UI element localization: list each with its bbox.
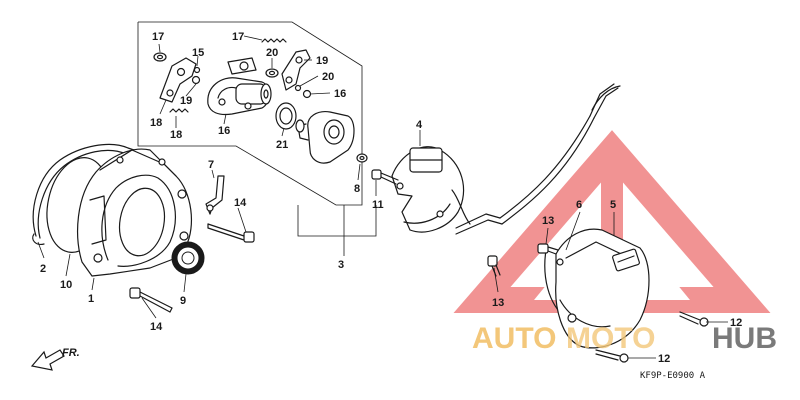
callout-10: 10	[60, 279, 72, 291]
callout-4: 4	[416, 119, 423, 131]
callout-12-upper: 12	[730, 317, 742, 329]
callout-13-lower: 13	[492, 297, 504, 309]
callout-15: 16	[218, 125, 230, 137]
oil-seal-part-9	[171, 241, 205, 275]
front-direction-label: FR.	[62, 347, 80, 359]
callout-20-right: 20	[266, 47, 278, 59]
pulser-generator-part-4	[391, 83, 621, 235]
callout-14-upper: 14	[234, 197, 247, 209]
screw-part-12-lower	[595, 349, 629, 363]
crankcase-housing	[32, 143, 193, 277]
callout-18-right: 16	[334, 88, 346, 100]
watermark-auto-text: AUTO	[472, 322, 556, 355]
callout-5: 5	[610, 199, 616, 211]
callout-19-left: 19	[180, 95, 192, 107]
subassembly-frame	[137, 21, 363, 206]
callout-18-left: 15	[192, 47, 204, 59]
leader-lines	[37, 35, 728, 359]
front-direction-indicator: FR.	[30, 347, 80, 371]
bolt-part-13-upper	[537, 243, 559, 255]
callout-21: 21	[276, 139, 288, 151]
watermark-moto-text: MOTO	[566, 322, 655, 355]
callout-1: 1	[88, 293, 94, 305]
callout-13-upper: 13	[542, 215, 554, 227]
bolt-part-11	[371, 169, 399, 185]
callout-11: 11	[372, 199, 384, 211]
callout-8: 8	[354, 183, 360, 195]
callout-labels: 17 15 19 17 20 19 20 16 18 18 16 21 8 11…	[40, 31, 742, 365]
callout-19-right: 20	[322, 71, 334, 83]
callout-17-left: 18	[170, 129, 182, 141]
bolt-part-14-lower	[129, 287, 173, 313]
governor-assembly	[153, 38, 368, 164]
callout-6: 6	[576, 199, 582, 211]
callout-3: 3	[338, 259, 344, 271]
callout-20-left: 17	[152, 31, 164, 43]
bolt-part-13-lower	[487, 255, 501, 277]
callout-12-lower: 12	[658, 353, 670, 365]
callout-14-lower: 14	[150, 321, 163, 333]
callout-9: 9	[180, 295, 186, 307]
callout-2: 2	[40, 263, 46, 275]
callout-16-right: 19	[316, 55, 328, 67]
bolt-part-14-upper	[207, 223, 255, 243]
callout-7: 7	[208, 159, 214, 171]
front-arrow-icon	[30, 349, 65, 371]
drawing-code: KF9P-E0900 A	[640, 371, 706, 381]
callout-16-left: 18	[150, 117, 162, 129]
callout-17-top: 17	[232, 31, 244, 43]
watermark-text: AUTO MOTO HUB	[472, 322, 777, 355]
generator-cover-part-5	[544, 228, 650, 349]
screw-part-12-upper	[679, 311, 709, 327]
watermark-hub-text: HUB	[712, 322, 777, 355]
